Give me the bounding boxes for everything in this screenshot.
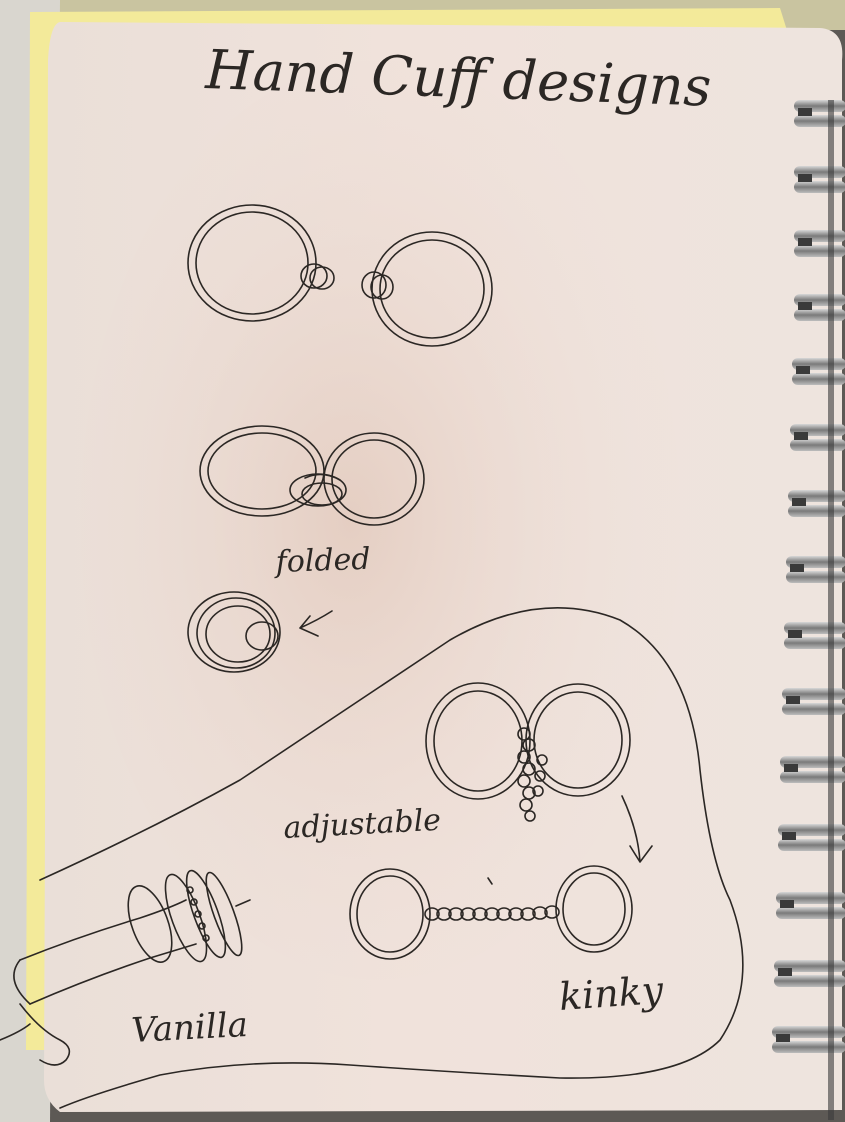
label-vanilla: Vanilla bbox=[130, 1005, 248, 1051]
label-folded: folded bbox=[273, 542, 371, 580]
label-kinky: kinky bbox=[558, 968, 665, 1019]
page-shadow bbox=[80, 60, 680, 980]
